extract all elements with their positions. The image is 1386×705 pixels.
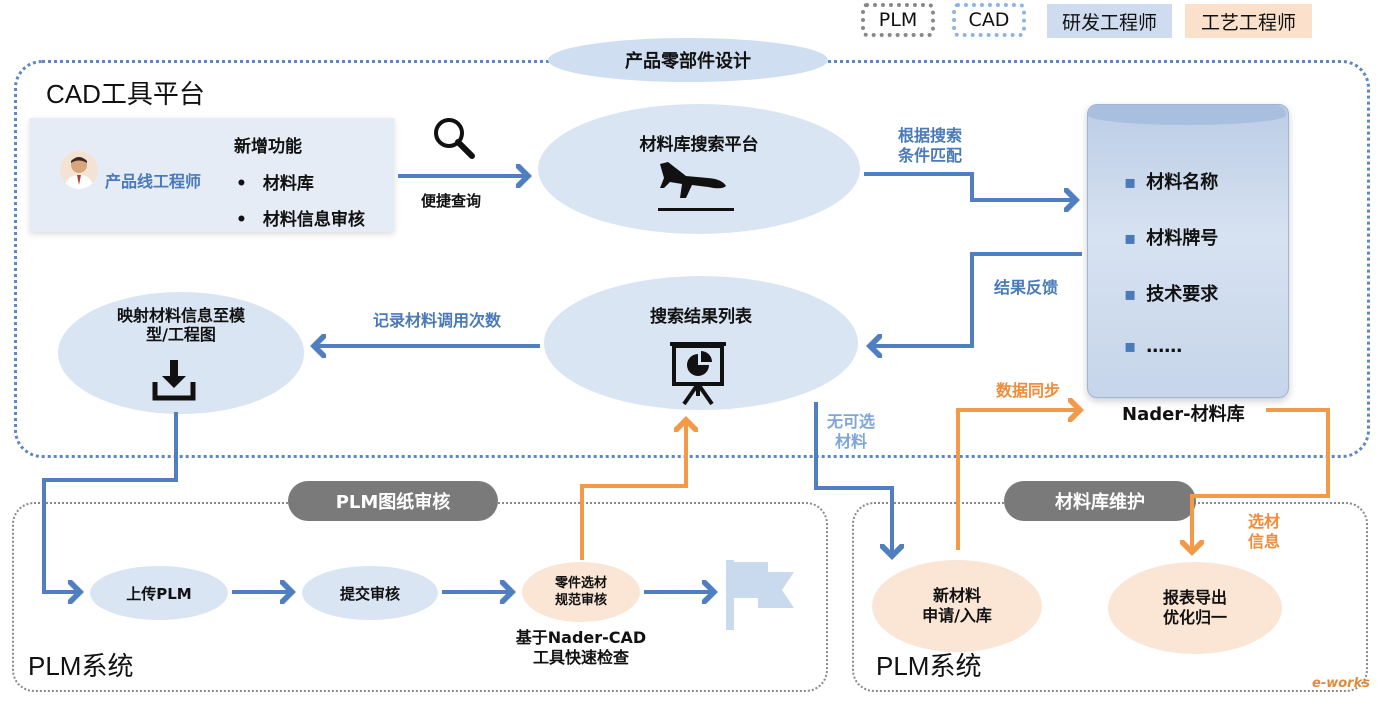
plm-right-title: PLM系统 bbox=[876, 651, 982, 681]
feature-bullet-2: • 材料信息审核 bbox=[236, 205, 365, 230]
data-sync-label: 数据同步 bbox=[996, 381, 1061, 400]
presentation-chart-icon bbox=[668, 340, 728, 410]
database-item-4: ▪ …… bbox=[1124, 336, 1182, 357]
legend-plm: PLM bbox=[861, 3, 935, 37]
legend-rd-engineer: 研发工程师 bbox=[1047, 4, 1172, 38]
arrow-db-to-report bbox=[1192, 408, 1330, 552]
legend-process-engineer-label: 工艺工程师 bbox=[1200, 11, 1296, 34]
legend-cad-label: CAD bbox=[968, 9, 1010, 31]
upload-plm-label: 上传PLM bbox=[126, 584, 192, 603]
feedback-label: 结果反馈 bbox=[994, 278, 1059, 297]
parts-review-line-1: 零件选材 bbox=[554, 576, 607, 591]
engineer-avatar bbox=[60, 151, 98, 189]
arrow-review-to-results bbox=[580, 420, 686, 560]
search-platform-node: 材料库搜索平台 bbox=[538, 104, 860, 234]
db-item-4-label: …… bbox=[1146, 336, 1183, 357]
mapping-line-2: 型/工程图 bbox=[146, 325, 216, 344]
flag-icon bbox=[724, 558, 796, 636]
database-item-3: ▪ 技术要求 bbox=[1124, 280, 1218, 306]
report-line-1: 报表导出 bbox=[1162, 588, 1227, 607]
database-top-rim bbox=[1088, 105, 1286, 125]
arrow-mapping-to-upload bbox=[42, 412, 178, 592]
arrow-new-material-to-db bbox=[956, 410, 1080, 550]
match-line-2: 条件匹配 bbox=[898, 146, 963, 165]
bullet-dot: • bbox=[236, 174, 247, 194]
no-material-label: 无可选 材料 bbox=[827, 412, 875, 452]
legend-process-engineer: 工艺工程师 bbox=[1185, 4, 1312, 38]
mapping-line-1: 映射材料信息至模 bbox=[116, 306, 245, 325]
match-line-1: 根据搜索 bbox=[898, 126, 963, 145]
db-item-1-label: 材料名称 bbox=[1146, 172, 1219, 193]
quick-check-label: 基于Nader-CAD 工具快速检查 bbox=[510, 628, 652, 668]
product-design-pill: 产品零部件设计 bbox=[548, 38, 828, 82]
plm-left-title: PLM系统 bbox=[28, 651, 134, 681]
bullet-dot: • bbox=[236, 210, 247, 230]
database-item-2: ▪ 材料牌号 bbox=[1124, 224, 1218, 250]
arrow-results-to-new-material bbox=[814, 402, 892, 556]
product-design-label: 产品零部件设计 bbox=[625, 51, 751, 72]
legend-rd-engineer-label: 研发工程师 bbox=[1061, 11, 1157, 34]
quick-check-line-1: 基于Nader-CAD bbox=[515, 628, 647, 647]
select-info-label: 选材 信息 bbox=[1248, 512, 1280, 552]
search-result-label: 搜索结果列表 bbox=[650, 307, 752, 327]
search-icon bbox=[430, 114, 478, 166]
feature-bullet-1: • 材料库 bbox=[236, 169, 314, 194]
quick-check-line-2: 工具快速检查 bbox=[532, 648, 629, 667]
db-bullet: ▪ bbox=[1124, 172, 1137, 193]
engineer-role: 产品线工程师 bbox=[105, 172, 202, 191]
db-bullet: ▪ bbox=[1124, 336, 1137, 357]
select-info-line-1: 选材 bbox=[1248, 512, 1281, 531]
material-maintenance-pill-label: 材料库维护 bbox=[1055, 492, 1145, 513]
airplane-icon bbox=[656, 156, 736, 218]
mapping-node: 映射材料信息至模 型/工程图 bbox=[58, 292, 304, 414]
arrow-search-to-db bbox=[864, 172, 1076, 200]
cad-platform-title: CAD工具平台 bbox=[46, 79, 205, 109]
search-platform-label: 材料库搜索平台 bbox=[639, 135, 759, 155]
new-material-line-1: 新材料 bbox=[932, 586, 981, 605]
arrow-db-to-results bbox=[870, 252, 1082, 346]
parts-review-line-2: 规范审核 bbox=[554, 593, 607, 608]
plm-review-pill: PLM图纸审核 bbox=[288, 481, 498, 521]
db-item-2-label: 材料牌号 bbox=[1146, 228, 1219, 249]
legend-plm-label: PLM bbox=[878, 9, 918, 31]
plm-review-pill-label: PLM图纸审核 bbox=[335, 492, 451, 513]
feature-item-2: 材料信息审核 bbox=[262, 210, 365, 230]
feature-item-1: 材料库 bbox=[262, 174, 314, 194]
no-material-line-1: 无可选 bbox=[827, 412, 876, 431]
submit-review-node: 提交审核 bbox=[302, 566, 438, 620]
new-material-node: 新材料 申请/入库 bbox=[872, 560, 1042, 652]
legend-cad: CAD bbox=[952, 3, 1026, 37]
material-database bbox=[1087, 104, 1289, 398]
eworks-watermark: e-works bbox=[1312, 676, 1370, 691]
report-line-2: 优化归一 bbox=[1162, 608, 1227, 627]
new-material-line-2: 申请/入库 bbox=[922, 606, 992, 625]
db-bullet: ▪ bbox=[1124, 284, 1137, 305]
db-bullet: ▪ bbox=[1124, 228, 1137, 249]
submit-review-label: 提交审核 bbox=[339, 584, 400, 603]
database-name: Nader-材料库 bbox=[1122, 404, 1245, 425]
no-material-line-2: 材料 bbox=[835, 432, 868, 451]
database-item-1: ▪ 材料名称 bbox=[1124, 168, 1218, 194]
match-condition-label: 根据搜索 条件匹配 bbox=[898, 126, 962, 166]
material-maintenance-pill: 材料库维护 bbox=[1004, 481, 1196, 521]
select-info-line-2: 信息 bbox=[1248, 532, 1281, 551]
upload-plm-node: 上传PLM bbox=[90, 566, 228, 620]
db-item-3-label: 技术要求 bbox=[1146, 284, 1219, 305]
quick-query-label: 便捷查询 bbox=[421, 192, 482, 210]
record-calls-label: 记录材料调用次数 bbox=[373, 311, 502, 330]
parts-review-node: 零件选材 规范审核 bbox=[522, 562, 640, 622]
download-icon bbox=[152, 358, 196, 406]
new-features-heading: 新增功能 bbox=[234, 137, 302, 157]
report-export-node: 报表导出 优化归一 bbox=[1108, 562, 1282, 654]
